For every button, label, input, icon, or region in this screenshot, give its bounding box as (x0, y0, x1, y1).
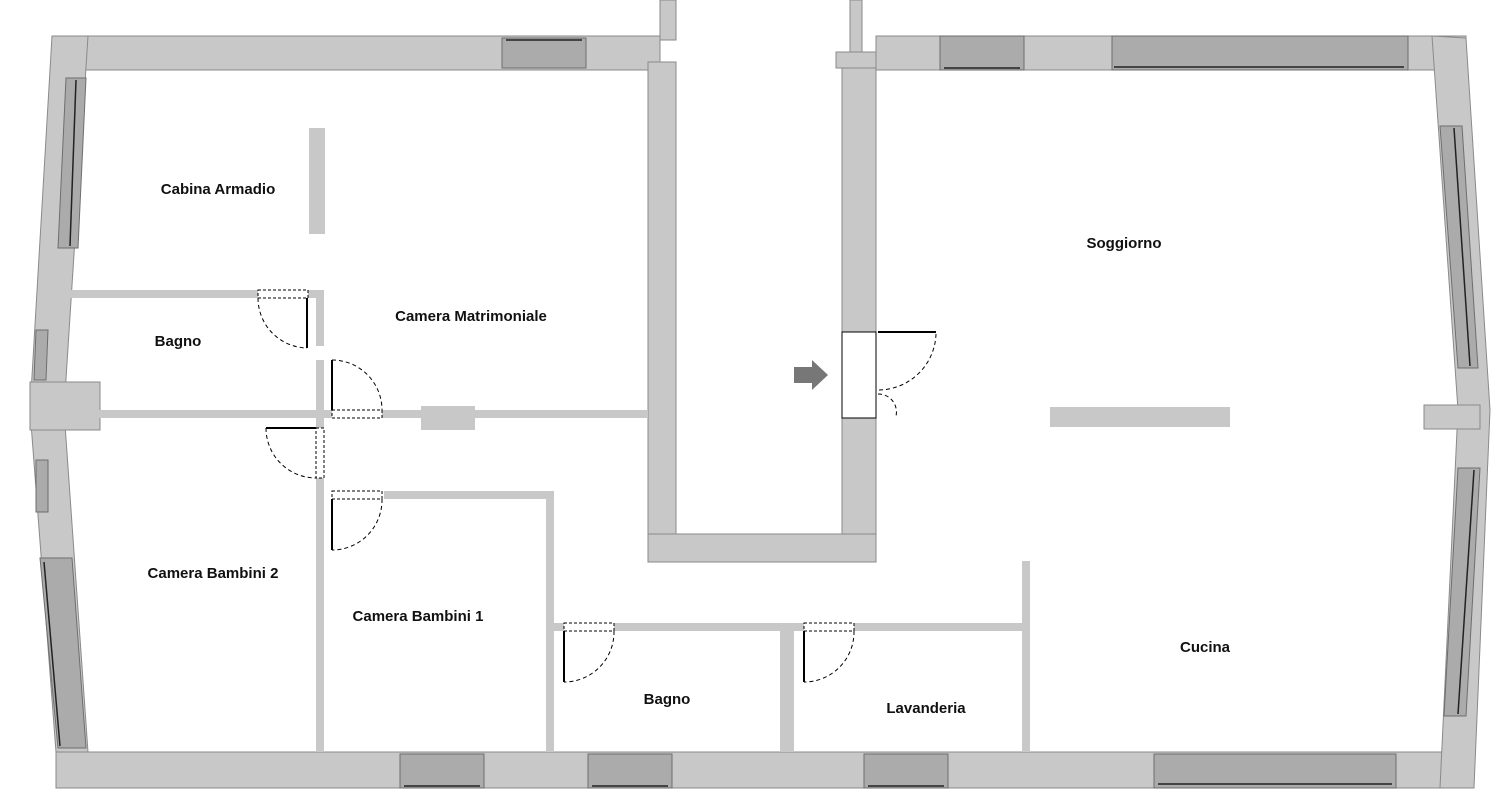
pilaster-left (29, 381, 101, 431)
entrance-arrow-icon (794, 360, 828, 390)
wall-stair-right (841, 61, 877, 333)
room-labels: Cabina Armadio Camera Matrimoniale Bagno… (148, 181, 1231, 717)
window-bottom-4 (1153, 753, 1397, 789)
window-left-3 (35, 459, 49, 513)
partition-bambini1-right (546, 491, 554, 752)
pilaster-right (1423, 404, 1481, 430)
door-bagno-2[interactable] (563, 622, 615, 683)
wall-stair-stub (849, 0, 863, 57)
label-cabina-armadio: Cabina Armadio (161, 181, 275, 198)
window-bottom-1 (399, 753, 485, 789)
wall-stair-bottom (647, 533, 877, 563)
exterior-walls (29, 0, 1491, 789)
partition-lavanderia-right (1022, 561, 1030, 752)
label-bagno-2: Bagno (644, 691, 691, 708)
doors (257, 289, 937, 683)
partition-bagno2-right (780, 623, 794, 752)
window-top-left (501, 37, 587, 69)
windows (33, 35, 1481, 789)
window-bottom-3 (863, 753, 949, 789)
window-top-right-1 (939, 35, 1025, 71)
label-soggiorno: Soggiorno (1087, 235, 1162, 252)
partition-corridor-vertical (316, 360, 324, 430)
door-camera-matrimoniale[interactable] (331, 359, 383, 419)
label-lavanderia: Lavanderia (886, 700, 966, 717)
window-top-right-2 (1111, 35, 1409, 71)
wall-stair-corner (835, 51, 877, 69)
label-camera-matrimoniale: Camera Matrimoniale (395, 308, 547, 325)
partition-bagno1-top (68, 290, 324, 298)
pillar-matrimoniale (421, 406, 475, 430)
door-camera-bambini-1[interactable] (331, 490, 383, 551)
door-lavanderia[interactable] (803, 622, 855, 683)
window-right-1 (1439, 125, 1479, 369)
wardrobe-divider (309, 128, 325, 234)
window-left-1 (57, 77, 87, 249)
door-bagno-1[interactable] (257, 289, 309, 349)
partition-bagno1-right (316, 290, 324, 346)
wall-stair-left (647, 61, 677, 563)
wall-stair-left-upper (659, 0, 677, 41)
label-camera-bambini-1: Camera Bambini 1 (353, 608, 484, 625)
window-left-4 (39, 557, 87, 749)
window-bottom-2 (587, 753, 673, 789)
door-camera-bambini-2[interactable] (265, 427, 325, 479)
partition-bambini2-right (316, 478, 324, 752)
partition-bambini1-top (384, 491, 554, 499)
door-entrance[interactable] (841, 331, 937, 419)
peninsula-soggiorno (1050, 407, 1230, 427)
label-bagno-1: Bagno (155, 333, 202, 350)
window-right-2 (1443, 467, 1481, 717)
label-cucina: Cucina (1180, 639, 1231, 656)
label-camera-bambini-2: Camera Bambini 2 (148, 565, 279, 582)
window-left-2 (33, 329, 49, 381)
